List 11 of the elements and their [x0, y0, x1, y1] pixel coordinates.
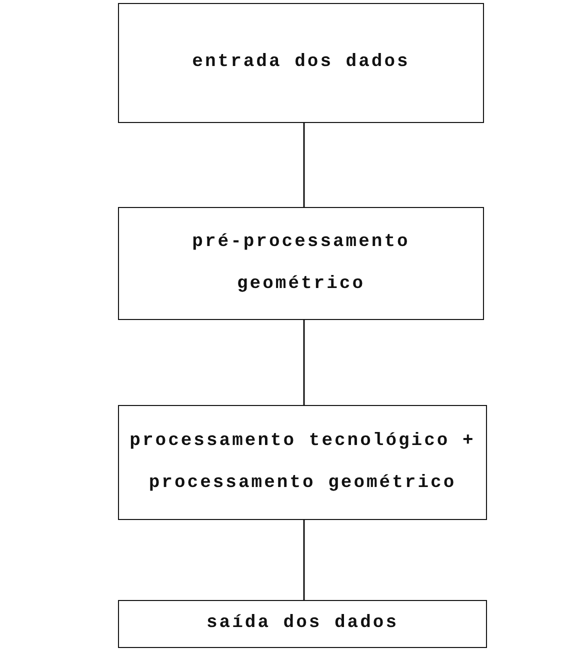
box-label: saída dos dados: [206, 612, 399, 636]
process-box: [118, 600, 487, 648]
process-box: [118, 207, 484, 320]
box-label: pré-processamento geométrico: [191, 231, 411, 296]
box-label: processamento tecnológico + processamento geométrico: [128, 430, 476, 494]
connector-line: [303, 520, 305, 600]
process-box: [118, 405, 487, 520]
connector-line: [303, 320, 305, 405]
process-box: [118, 3, 484, 123]
connector-line: [303, 123, 305, 207]
box-label: entrada dos dados: [192, 51, 410, 74]
